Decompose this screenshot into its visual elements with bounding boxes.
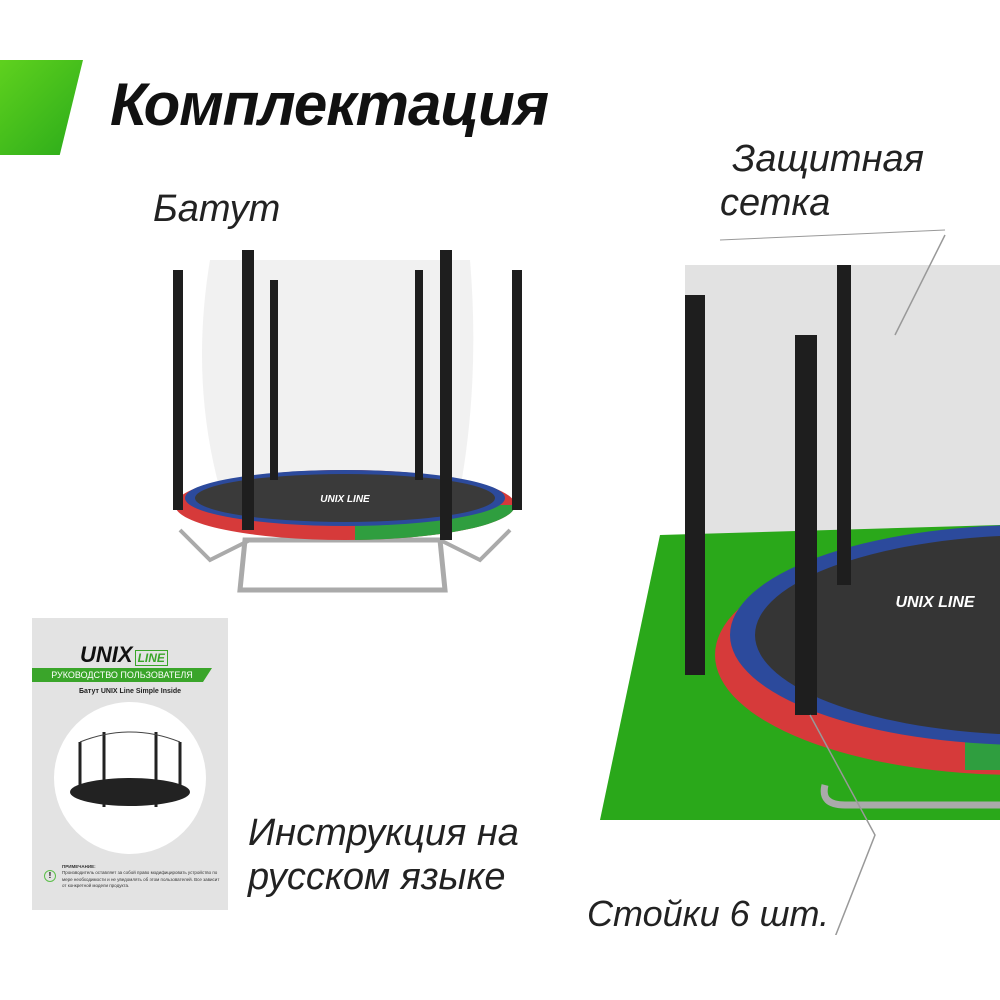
page-title: Комплектация bbox=[110, 71, 549, 138]
mat-logo: UNIX LINE bbox=[320, 494, 370, 505]
brand-name: UNIX bbox=[80, 642, 133, 667]
title-accent bbox=[0, 60, 83, 155]
manual-band: РУКОВОДСТВО ПОЛЬЗОВАТЕЛЯ bbox=[32, 668, 212, 682]
net-pointer-line bbox=[894, 234, 946, 336]
brand-sub: LINE bbox=[134, 650, 168, 666]
trampoline-closeup: UNIX LINE bbox=[600, 229, 1000, 935]
poles-pointer-line bbox=[809, 714, 876, 935]
label-net-line2: сетка bbox=[720, 181, 831, 224]
label-manual-line1: Инструкция на bbox=[248, 812, 519, 854]
manual-note: ПРИМЕЧАНИЕ:Производитель оставляет за со… bbox=[62, 864, 222, 889]
note-title: ПРИМЕЧАНИЕ: bbox=[62, 864, 96, 869]
manual-cover-image bbox=[54, 702, 206, 854]
manual-model: Батут UNIX Line Simple Inside bbox=[78, 688, 181, 695]
warning-icon: ! bbox=[44, 870, 56, 882]
note-text: Производитель оставляет за собой право м… bbox=[62, 870, 220, 888]
closeup-mat-logo: UNIX LINE bbox=[895, 594, 975, 611]
label-manual-line2: русском языке bbox=[248, 855, 506, 898]
label-poles: Стойки 6 шт. bbox=[587, 893, 830, 934]
label-net-line1: Защитная bbox=[732, 138, 924, 180]
trampoline-image: UNIX LINE bbox=[173, 250, 522, 593]
label-trampoline: Батут bbox=[153, 188, 281, 230]
